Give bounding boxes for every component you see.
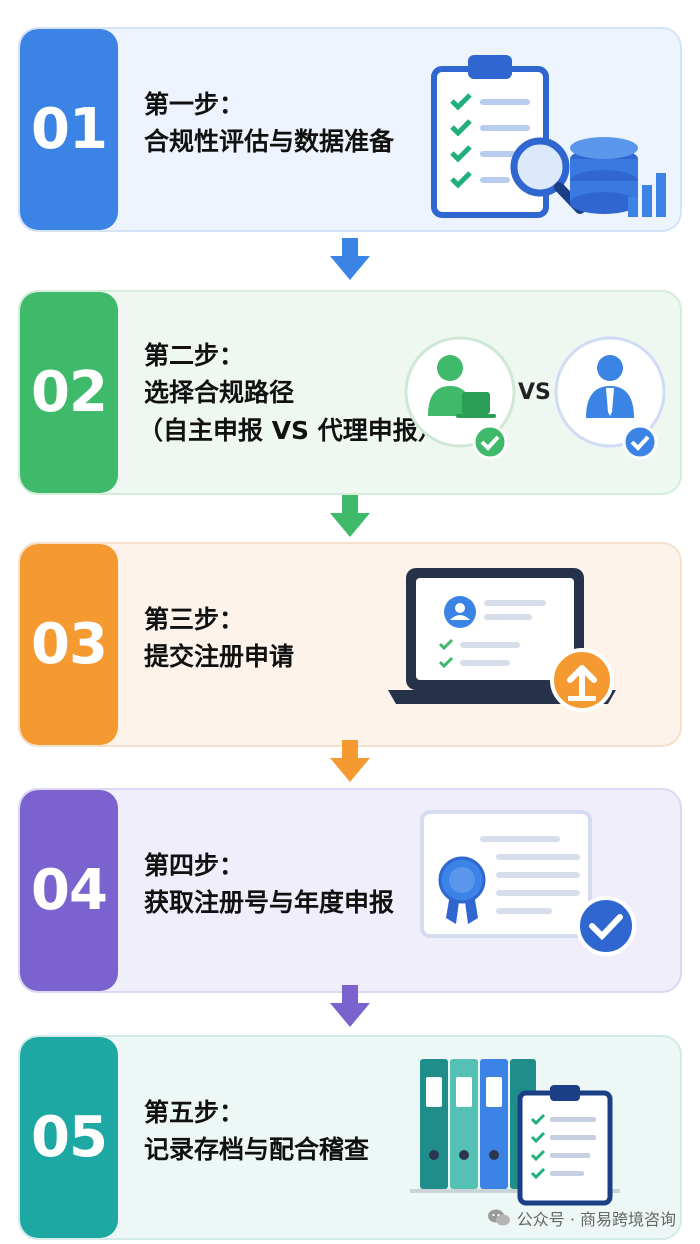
step-title: 第四步： <box>144 851 245 880</box>
ribbon-icon <box>438 856 486 924</box>
step-description: 记录存档与配合稽查 <box>144 1135 370 1164</box>
wechat-icon <box>487 1209 510 1226</box>
step-card-4: 04 第四步： 获取注册号与年度申报 <box>18 788 682 993</box>
step-card-3: 03 第三步： 提交注册申请 <box>18 542 682 747</box>
step-card-1: 01 第一步： 合规性评估与数据准备 <box>18 27 682 232</box>
step-text: 第二步： 选择合规路径 （自主申报 VS 代理申报） <box>138 338 443 450</box>
footer-attribution: 公众号 · 商易跨境咨询 <box>487 1206 676 1230</box>
step-card-5: 05 第五步： 记录存档与配合稽查 <box>18 1035 682 1240</box>
step-description: 提交注册申请 <box>144 642 295 671</box>
arrow-down-icon <box>330 985 370 1027</box>
arrow-down-icon <box>330 740 370 782</box>
step-text: 第五步： 记录存档与配合稽查 <box>144 1095 369 1169</box>
step-text: 第三步： 提交注册申请 <box>144 602 294 676</box>
laptop-form-icon <box>388 568 616 712</box>
magnifier-icon <box>510 137 585 214</box>
step-title: 第三步： <box>144 605 245 634</box>
step-number-badge: 05 <box>20 1037 118 1238</box>
check-badge-icon <box>472 424 508 460</box>
clipboard-checklist-icon <box>431 55 666 218</box>
step-description: 选择合规路径 <box>144 378 295 407</box>
step-number-badge: 01 <box>20 29 118 230</box>
check-badge-icon <box>622 424 658 460</box>
step-number-badge: 04 <box>20 790 118 991</box>
step-text: 第四步： 获取注册号与年度申报 <box>144 848 394 922</box>
step-description: 获取注册号与年度申报 <box>144 888 395 917</box>
step-title: 第五步： <box>144 1098 245 1127</box>
bar-chart-icon <box>628 173 666 217</box>
step-number-badge: 02 <box>20 292 118 493</box>
step-title: 第一步： <box>144 90 245 119</box>
certificate-icon <box>420 810 636 956</box>
agent-user-icon <box>554 336 666 460</box>
vs-label: VS <box>518 380 551 405</box>
self-user-laptop-icon <box>404 336 516 460</box>
check-badge-icon <box>576 896 636 956</box>
step-description: 合规性评估与数据准备 <box>144 127 395 156</box>
database-icon <box>570 137 638 214</box>
arrow-down-icon <box>330 238 370 280</box>
arrow-down-icon <box>330 495 370 537</box>
step-title: 第二步： <box>144 341 245 370</box>
binders-icon <box>410 1059 620 1206</box>
step-text: 第一步： 合规性评估与数据准备 <box>144 87 394 161</box>
step-number-badge: 03 <box>20 544 118 745</box>
step-description-sub: （自主申报 VS 代理申报） <box>138 416 443 445</box>
clipboard-checklist-icon <box>517 1085 613 1206</box>
upload-icon <box>550 648 614 712</box>
step-card-2: 02 第二步： 选择合规路径 （自主申报 VS 代理申报） VS <box>18 290 682 495</box>
footer-text: 公众号 · 商易跨境咨询 <box>516 1210 676 1229</box>
